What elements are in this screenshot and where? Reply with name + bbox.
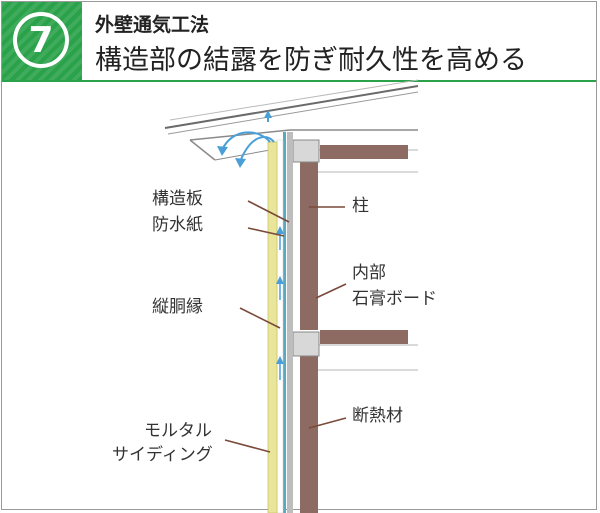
leader-structural-board <box>247 200 290 223</box>
label-pillar: 柱 <box>352 196 369 216</box>
label-siding: サイディング <box>112 445 213 465</box>
label-interior: 内部 <box>352 263 386 283</box>
mortar-siding <box>267 141 278 513</box>
structural-board <box>287 132 293 513</box>
waterproof-paper <box>283 132 286 513</box>
upper-pillar <box>300 162 318 330</box>
top-plate <box>292 139 320 163</box>
label-mortar: モルタル <box>144 421 212 441</box>
leader-waterproof-paper <box>247 227 285 237</box>
page-title: 外壁通気工法 <box>95 14 210 36</box>
step-badge: 7 <box>2 2 82 80</box>
header-divider <box>2 80 596 82</box>
upper-beam <box>320 145 408 159</box>
lower-pillar <box>300 356 318 513</box>
label-gypsum-board: 石膏ボード <box>352 289 437 309</box>
label-insulation: 断熱材 <box>352 406 403 426</box>
step-number: 7 <box>13 12 69 68</box>
leader-insulation <box>308 417 347 429</box>
air-flow-arrows <box>217 110 284 380</box>
leader-lines <box>224 200 347 453</box>
mid-beam <box>320 330 408 344</box>
leader-gypsum <box>315 283 347 299</box>
leader-furring-strip <box>239 307 281 329</box>
label-waterproof-paper: 防水紙 <box>152 215 203 235</box>
label-structural-board: 構造板 <box>152 189 203 209</box>
label-furring-strip: 縦胴縁 <box>152 297 203 317</box>
roof-eave <box>164 79 419 161</box>
floor-plate <box>292 331 320 357</box>
page-subtitle: 構造部の結露を防ぎ耐久性を高める <box>95 45 527 76</box>
header <box>2 2 596 80</box>
leader-siding <box>224 439 271 453</box>
